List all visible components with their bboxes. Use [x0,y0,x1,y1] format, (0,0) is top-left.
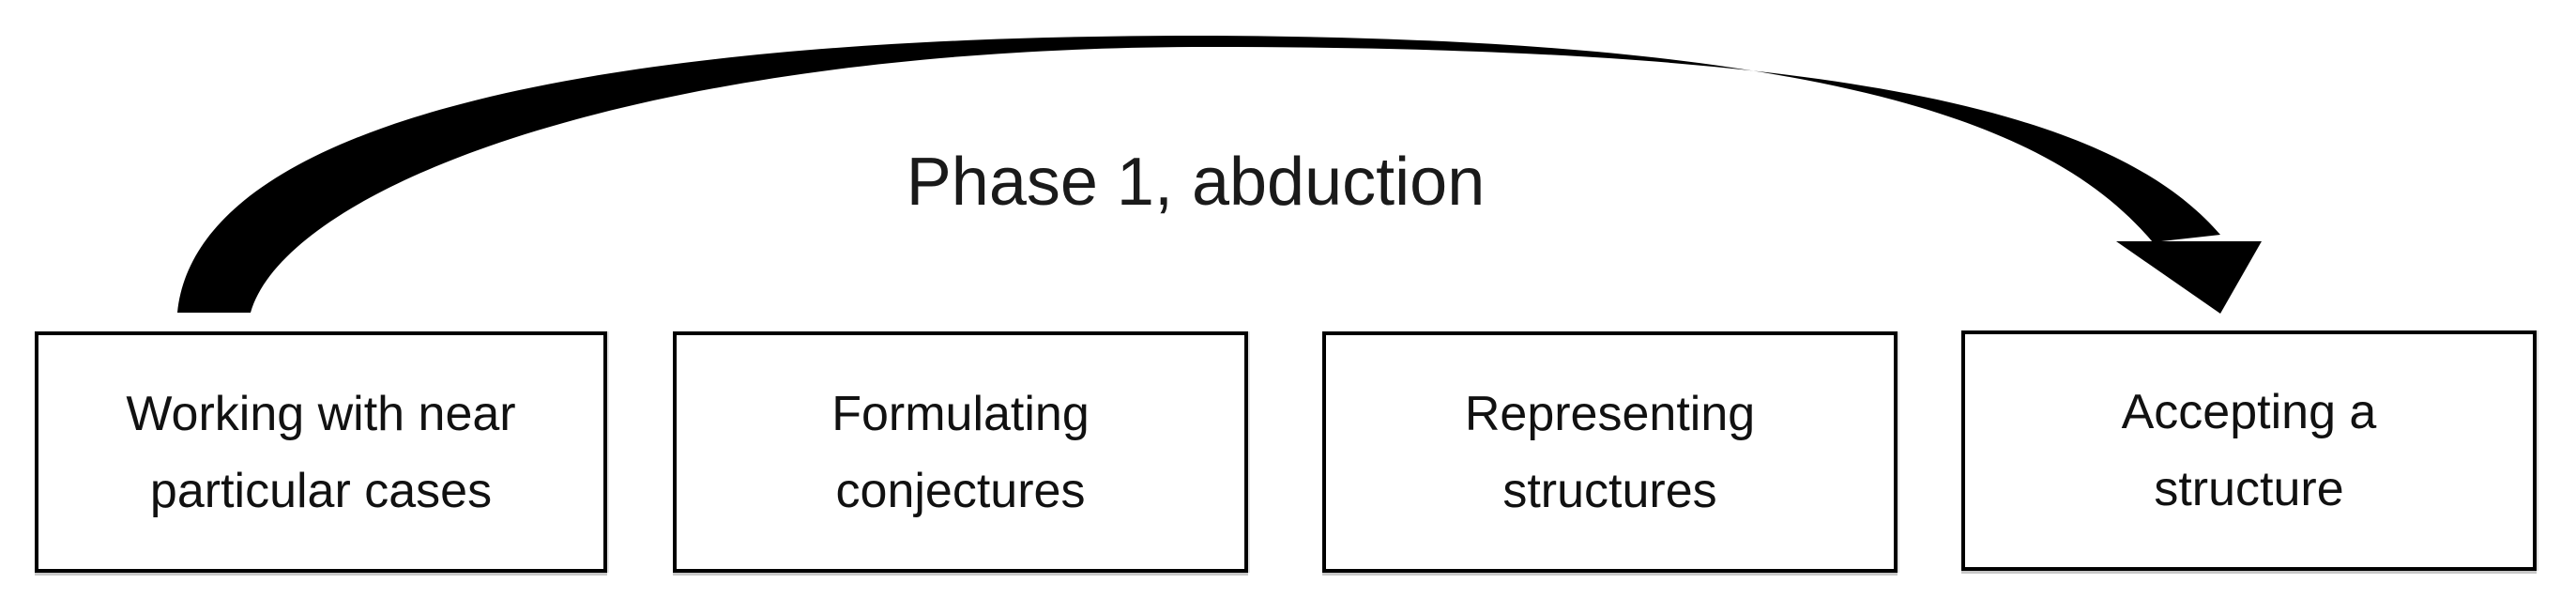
stage-box-formulating-conjectures: Formulating conjectures [673,331,1248,573]
phase-title: Phase 1, abduction [906,145,1486,220]
stage-box-label-line: conjectures [835,463,1086,518]
arrowhead-icon [2116,241,2262,314]
stage-box-accepting-a-structure: Accepting a structure [1961,330,2537,571]
stage-box-label-line: Working with near [126,386,516,441]
stage-box-working-with-near-particular-cases: Working with near particular cases [35,331,607,573]
stage-box-representing-structures: Representing structures [1322,331,1898,573]
stage-box-label-line: structure [2154,462,2344,516]
stage-box-label-line: Representing [1464,386,1756,441]
stage-box-label-line: Accepting a [2121,385,2377,439]
stage-box-label-line: Formulating [831,386,1090,441]
stage-box-label-line: structures [1502,463,1717,518]
stage-box-label-line: particular cases [149,463,493,518]
